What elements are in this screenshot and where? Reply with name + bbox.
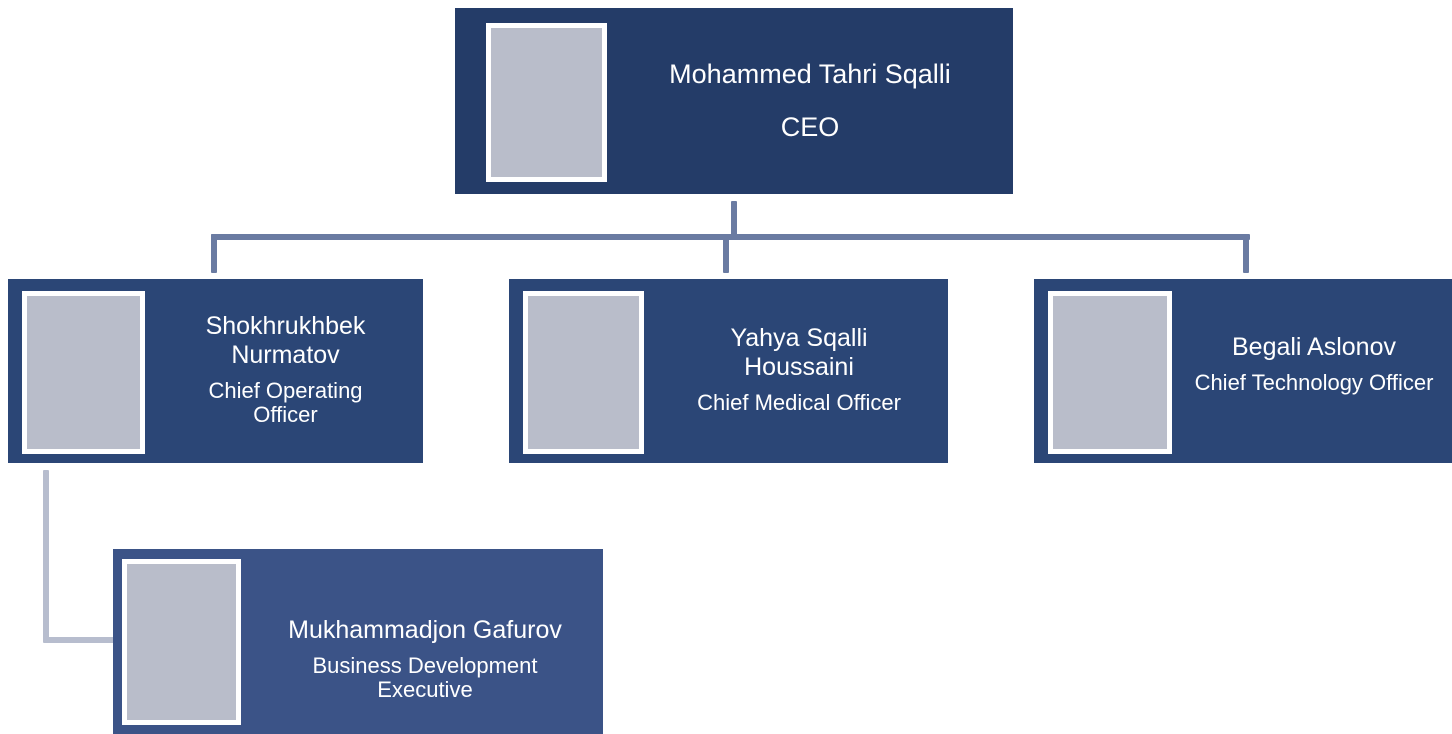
connector-to-coo: [211, 234, 217, 273]
connector-coo-to-bde: [43, 637, 115, 643]
org-node-bde: Mukhammadjon Gafurov Business Developmen…: [113, 549, 603, 734]
org-node-coo: Shokhrukhbek Nurmatov Chief Operating Of…: [8, 279, 423, 463]
connector-coo-down: [43, 470, 49, 642]
ceo-text: Mohammed Tahri Sqalli CEO: [615, 36, 1005, 166]
org-node-ceo: Mohammed Tahri Sqalli CEO: [455, 8, 1013, 194]
coo-name: Shokhrukhbek Nurmatov: [205, 311, 366, 369]
coo-text: Shokhrukhbek Nurmatov Chief Operating Of…: [178, 299, 393, 439]
ceo-photo-placeholder: [486, 23, 607, 182]
bde-photo-placeholder: [122, 559, 241, 725]
cmo-name: Yahya Sqalli Houssaini: [730, 323, 868, 381]
bde-role: Business Development Executive: [312, 653, 538, 702]
cto-text: Begali Aslonov Chief Technology Officer: [1189, 299, 1439, 429]
cmo-text: Yahya Sqalli Houssaini Chief Medical Off…: [659, 299, 939, 439]
ceo-name: Mohammed Tahri Sqalli: [669, 59, 951, 89]
org-node-cto: Begali Aslonov Chief Technology Officer: [1034, 279, 1452, 463]
ceo-role: CEO: [780, 112, 840, 142]
cmo-role: Chief Medical Officer: [697, 389, 901, 415]
connector-to-cmo: [723, 234, 729, 273]
coo-role: Chief Operating Officer: [208, 377, 363, 427]
coo-photo-placeholder: [22, 291, 145, 454]
connector-to-cto: [1243, 234, 1249, 273]
cto-photo-placeholder: [1048, 291, 1172, 454]
cto-name: Begali Aslonov: [1231, 333, 1396, 361]
org-node-cmo: Yahya Sqalli Houssaini Chief Medical Off…: [509, 279, 948, 463]
cmo-photo-placeholder: [523, 291, 644, 454]
connector-horizontal-bar: [211, 234, 1250, 240]
bde-text: Mukhammadjon Gafurov Business Developmen…: [248, 589, 602, 729]
cto-role: Chief Technology Officer: [1194, 370, 1434, 395]
bde-name: Mukhammadjon Gafurov: [288, 616, 562, 644]
connector-ceo-stem: [731, 201, 737, 237]
